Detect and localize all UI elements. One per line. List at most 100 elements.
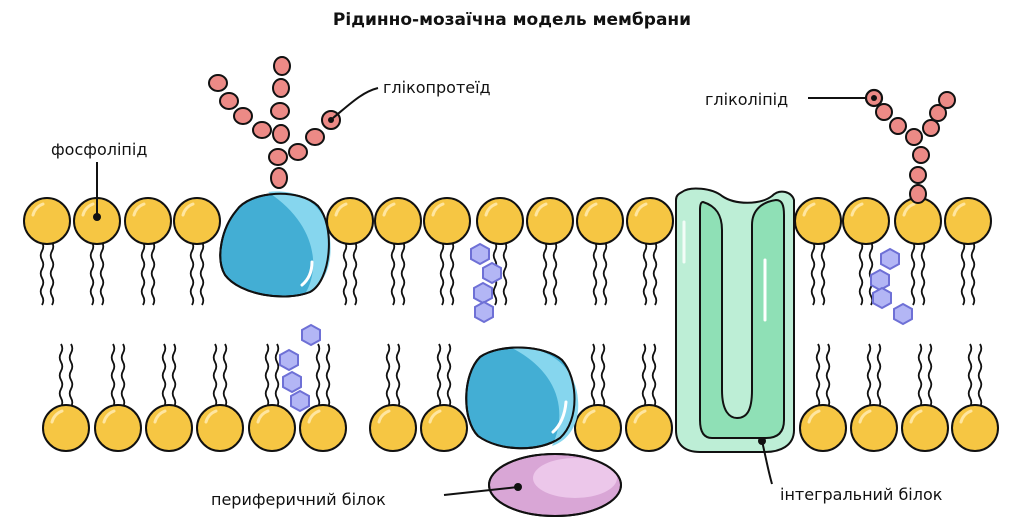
phospholipid-highlight [582,409,596,424]
lipid-tail [39,241,45,306]
integral-protein [675,187,795,453]
lipid-tail [150,241,156,306]
phospholipid-highlight [307,409,321,424]
phospholipid-head-top-6 [423,197,471,245]
lipid-tail [189,241,195,306]
lipid-tail [140,241,146,306]
phospholipid-head-bottom-11 [850,404,898,452]
lipid-tail [592,241,598,306]
lipid-tail [600,343,606,408]
phospholipid-highlight [102,409,116,424]
diagram-title: Рідинно-мозаїчна модель мембрани [332,10,692,30]
lipid-tail [58,343,64,408]
lipid-tail [927,343,933,408]
lipid-tail [651,343,657,408]
phospholipid-highlight [484,202,498,217]
phospholipid-highlight [428,409,442,424]
lipid-tail [68,343,74,408]
lipid-tail [542,241,548,306]
lipid-tail [342,241,348,306]
phospholipid-head-bottom-9 [625,404,673,452]
label-glycolipid: гліколіпід [705,90,789,109]
lipid-tail [820,241,826,306]
glycoprotein-sugar-chain [208,56,341,189]
phospholipid-highlight [584,202,598,217]
leader-lines [93,87,866,496]
lipid-tail [264,343,270,408]
phospholipid-highlight [633,409,647,424]
phospholipid-head-top-0 [23,197,71,245]
lipid-tail [161,343,167,408]
lipid-tail [385,343,391,408]
lipid-tail [199,241,205,306]
lipid-tail [274,343,280,408]
lipid-tail [439,241,445,306]
lipid-tail [120,343,126,408]
label-phospholipid: фосфоліпід [51,140,148,159]
lipid-tail [325,343,331,408]
lipid-tail [390,241,396,306]
lipid-tail [352,241,358,306]
phospholipid-head-top-10 [626,197,674,245]
phospholipid-head-top-13 [894,197,942,245]
lipid-tail [400,241,406,306]
phospholipid-head-bottom-13 [951,404,999,452]
phospholipid-highlight [377,409,391,424]
phospholipid-head-top-3 [173,197,221,245]
lipid-tail [967,343,973,408]
lipid-tail [641,343,647,408]
lipid-tail [815,343,821,408]
lipid-tail [49,241,55,306]
phospholipid-head-bottom-0 [42,404,90,452]
phospholipid-highlight [204,409,218,424]
lipid-heads [23,197,999,452]
phospholipid-head-bottom-2 [145,404,193,452]
phospholipid-highlight [153,409,167,424]
cholesterol-cluster-bottom [279,323,321,413]
lipid-tail [866,343,872,408]
lipid-tail [99,241,105,306]
label-glycoprotein: глікопротеїд [383,78,491,97]
phospholipid-highlight [807,409,821,424]
lipid-tail [652,241,658,306]
phospholipid-head-bottom-10 [799,404,847,452]
lipid-tail [917,343,923,408]
globular-protein-lower [465,346,579,450]
lipid-tail [977,343,983,408]
lipid-tail [552,241,558,306]
glycoprotein-protein [219,191,331,298]
lipid-tail [825,343,831,408]
lipid-tail [436,343,442,408]
phospholipid-head-top-9 [576,197,624,245]
phospholipid-highlight [50,409,64,424]
label-peripheral-protein: периферичний білок [211,490,386,509]
phospholipid-head-bottom-8 [574,404,622,452]
lipid-tail [590,343,596,408]
phospholipid-highlight [634,202,648,217]
phospholipid-highlight [81,202,95,217]
lipid-tail [171,343,177,408]
lipid-tail [446,343,452,408]
phospholipid-head-top-2 [124,197,172,245]
lipid-tail [315,343,321,408]
phospholipid-highlight [909,409,923,424]
phospholipid-head-bottom-5 [299,404,347,452]
phospholipid-highlight [802,202,816,217]
phospholipid-head-bottom-7 [420,404,468,452]
lipid-tails [39,241,983,408]
phospholipid-head-top-4 [326,197,374,245]
phospholipid-highlight [534,202,548,217]
lipid-tail [110,343,116,408]
peripheral-protein [488,453,622,517]
phospholipid-highlight [132,202,146,217]
lipid-tail [970,241,976,306]
phospholipid-head-bottom-12 [901,404,949,452]
cholesterol-cluster-right [870,247,913,326]
lipid-tail [502,241,508,306]
phospholipid-highlight [952,202,966,217]
phospholipid-highlight [858,409,872,424]
glycolipid-sugar-chain [864,88,956,204]
phospholipid-highlight [902,202,916,217]
lipid-tail [449,241,455,306]
